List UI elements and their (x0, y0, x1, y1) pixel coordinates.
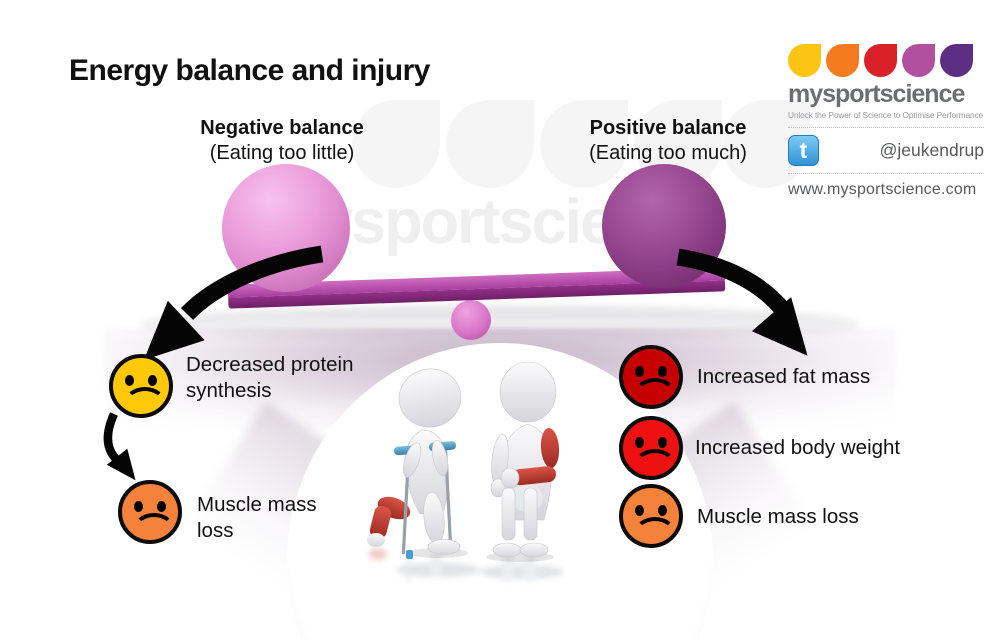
twitter-handle[interactable]: @jeukendrup (879, 140, 984, 160)
face-eye (658, 437, 667, 448)
face-eye (148, 375, 157, 386)
face-frown (634, 517, 676, 550)
injured-figure-crutches (367, 368, 468, 559)
website-url[interactable]: www.mysportscience.com (788, 181, 977, 198)
face-eye (125, 375, 134, 386)
sad-face-icon (619, 484, 683, 548)
logo-dot-magenta (902, 44, 935, 77)
face-eye (134, 501, 143, 512)
twitter-icon[interactable]: t (788, 135, 819, 166)
positive-heading-text: Positive balance (589, 117, 747, 139)
positive-balance-ball (602, 164, 726, 288)
face-eye (658, 505, 667, 516)
sad-face-icon (118, 480, 182, 544)
fulcrum-ball (451, 300, 491, 340)
logo-dot-red (864, 44, 897, 77)
face-frown (133, 513, 175, 546)
face-eye (635, 505, 644, 516)
divider (788, 173, 984, 174)
face-eye (635, 437, 644, 448)
logo-dot-yellow (788, 44, 821, 77)
sad-face-icon (109, 354, 173, 418)
branding-panel: mysportscience Unlock the Power of Scien… (788, 44, 984, 199)
positive-subheading-text: (Eating too much) (589, 142, 747, 164)
face-frown (634, 449, 676, 482)
sad-face-icon (619, 416, 683, 480)
page-title: Energy balance and injury (69, 54, 430, 87)
face-frown (634, 378, 676, 411)
logo-tagline: Unlock the Power of Science to Optimise … (788, 110, 984, 120)
figure-reflections (369, 548, 564, 582)
face-frown (124, 387, 166, 420)
negative-balance-heading: Negative balance (Eating too little) (172, 116, 392, 166)
negative-heading-text: Negative balance (200, 117, 364, 139)
sad-face-icon (619, 345, 683, 409)
negative-subheading-text: (Eating too little) (209, 142, 355, 164)
watermark-dot (352, 100, 440, 188)
injured-figures-illustration (367, 361, 564, 582)
negative-balance-ball (222, 164, 350, 292)
logo-dots (788, 44, 984, 77)
outcome-label: Muscle mass loss (697, 505, 859, 528)
outcome-label: Increased body weight (695, 436, 901, 459)
face-eye (658, 366, 667, 377)
outcome-label: Decreased protein synthesis (186, 353, 354, 402)
logo-dot-orange (826, 44, 859, 77)
face-eye (157, 501, 166, 512)
outcome-label: Muscle mass loss (197, 493, 317, 542)
divider (788, 127, 984, 128)
logo-dot-purple (940, 44, 973, 77)
injured-figure-arm-cast (486, 361, 560, 562)
logo-wordmark: mysportscience (788, 80, 965, 108)
outcome-label: Increased fat mass (697, 365, 871, 388)
watermark-dot (540, 100, 628, 188)
positive-balance-heading: Positive balance (Eating too much) (558, 116, 778, 166)
watermark-dot (446, 100, 534, 188)
face-eye (635, 366, 644, 377)
